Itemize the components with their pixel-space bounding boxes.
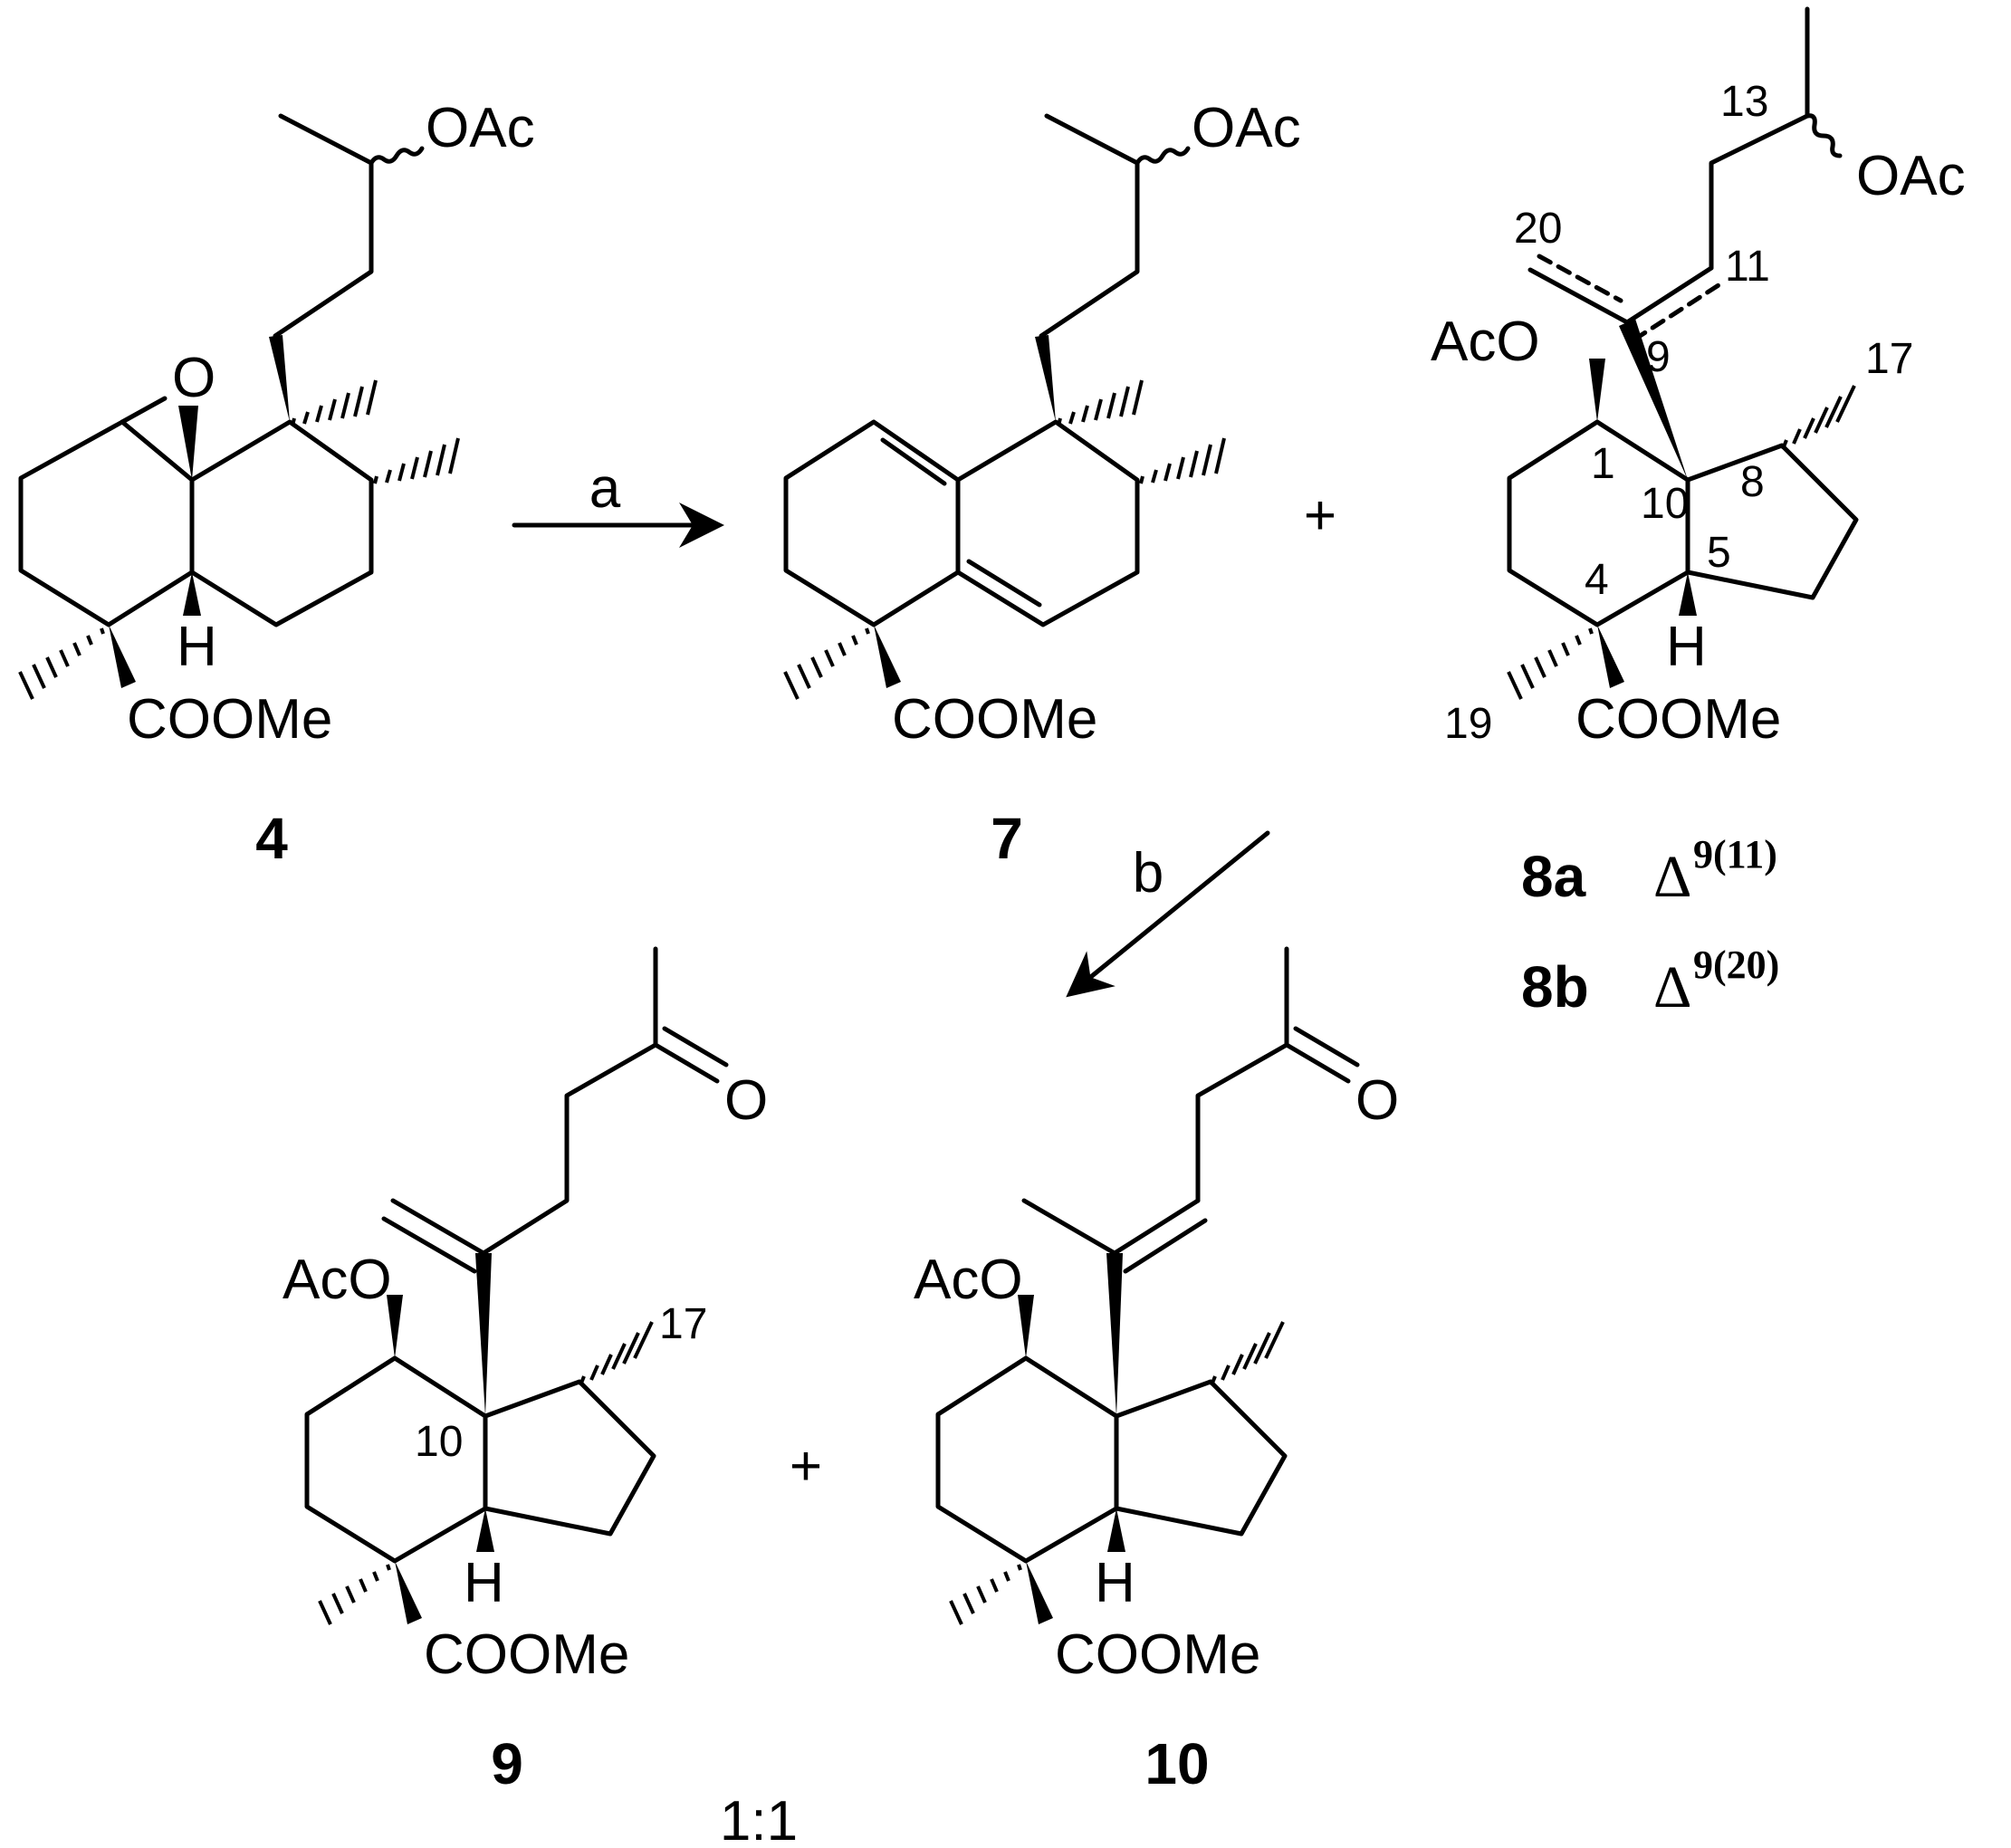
c4-epoxide-oxygen: O	[172, 347, 215, 409]
c9-locant-17: 17	[659, 1300, 707, 1348]
locant-8: 8	[1740, 458, 1765, 506]
locant-9: 9	[1646, 333, 1671, 381]
c4-h-label: H	[177, 616, 217, 678]
locant-11: 11	[1725, 243, 1770, 291]
locant-20: 20	[1514, 205, 1562, 253]
locant-5: 5	[1707, 529, 1731, 577]
compound-10-structure	[935, 946, 1360, 1625]
c10-ketone-oxygen: O	[1355, 1069, 1399, 1132]
plus-sign-bottom: +	[790, 1435, 822, 1498]
c4-oac-label: OAc	[426, 97, 535, 159]
locant-19: 19	[1444, 700, 1492, 748]
arrow-step-b	[1066, 830, 1270, 998]
c10-coome-label: COOMe	[1055, 1623, 1260, 1686]
compound-9-structure	[304, 946, 729, 1625]
c8-oac-label: OAc	[1856, 145, 1966, 207]
c10-aco-label: AcO	[914, 1249, 1023, 1311]
locant-4: 4	[1585, 556, 1609, 604]
compound-label-8a: 8a	[1521, 844, 1586, 909]
descriptor-8a-superscript: 9(11)	[1693, 832, 1777, 876]
plus-sign-top: +	[1304, 484, 1336, 547]
locant-1: 1	[1591, 440, 1615, 488]
c9-locant-10: 10	[415, 1418, 463, 1466]
c9-coome-label: COOMe	[424, 1623, 629, 1686]
compound-label-10: 10	[1144, 1731, 1209, 1796]
compound-label-8b: 8b	[1521, 954, 1589, 1020]
c8-aco-label: AcO	[1431, 311, 1540, 373]
step-a-label: a	[589, 457, 621, 520]
c8-h-label: H	[1666, 616, 1707, 678]
c4-coome-label: COOMe	[127, 688, 332, 751]
c9-h-label: H	[464, 1552, 504, 1614]
compound-8-structure	[1507, 6, 1859, 700]
descriptor-8b-delta: Δ	[1653, 954, 1691, 1020]
compound-4-structure	[18, 113, 460, 700]
descriptor-8b-superscript: 9(20)	[1693, 943, 1779, 987]
c9-ketone-oxygen: O	[724, 1069, 768, 1132]
c9-aco-label: AcO	[282, 1249, 392, 1311]
compound-7-structure	[783, 113, 1226, 700]
c7-coome-label: COOMe	[892, 688, 1097, 751]
compound-label-4: 4	[255, 806, 288, 871]
locant-13: 13	[1720, 78, 1768, 126]
step-b-label: b	[1133, 842, 1164, 905]
c7-oac-label: OAc	[1192, 97, 1301, 159]
locant-17: 17	[1865, 335, 1913, 383]
product-ratio: 1:1	[720, 1790, 798, 1848]
descriptor-8a-delta: Δ	[1653, 844, 1691, 910]
c10-h-label: H	[1095, 1552, 1135, 1614]
compound-label-9: 9	[491, 1731, 523, 1796]
locant-10: 10	[1641, 480, 1689, 528]
compound-label-7: 7	[991, 806, 1023, 871]
c8-coome-label: COOMe	[1575, 688, 1781, 751]
